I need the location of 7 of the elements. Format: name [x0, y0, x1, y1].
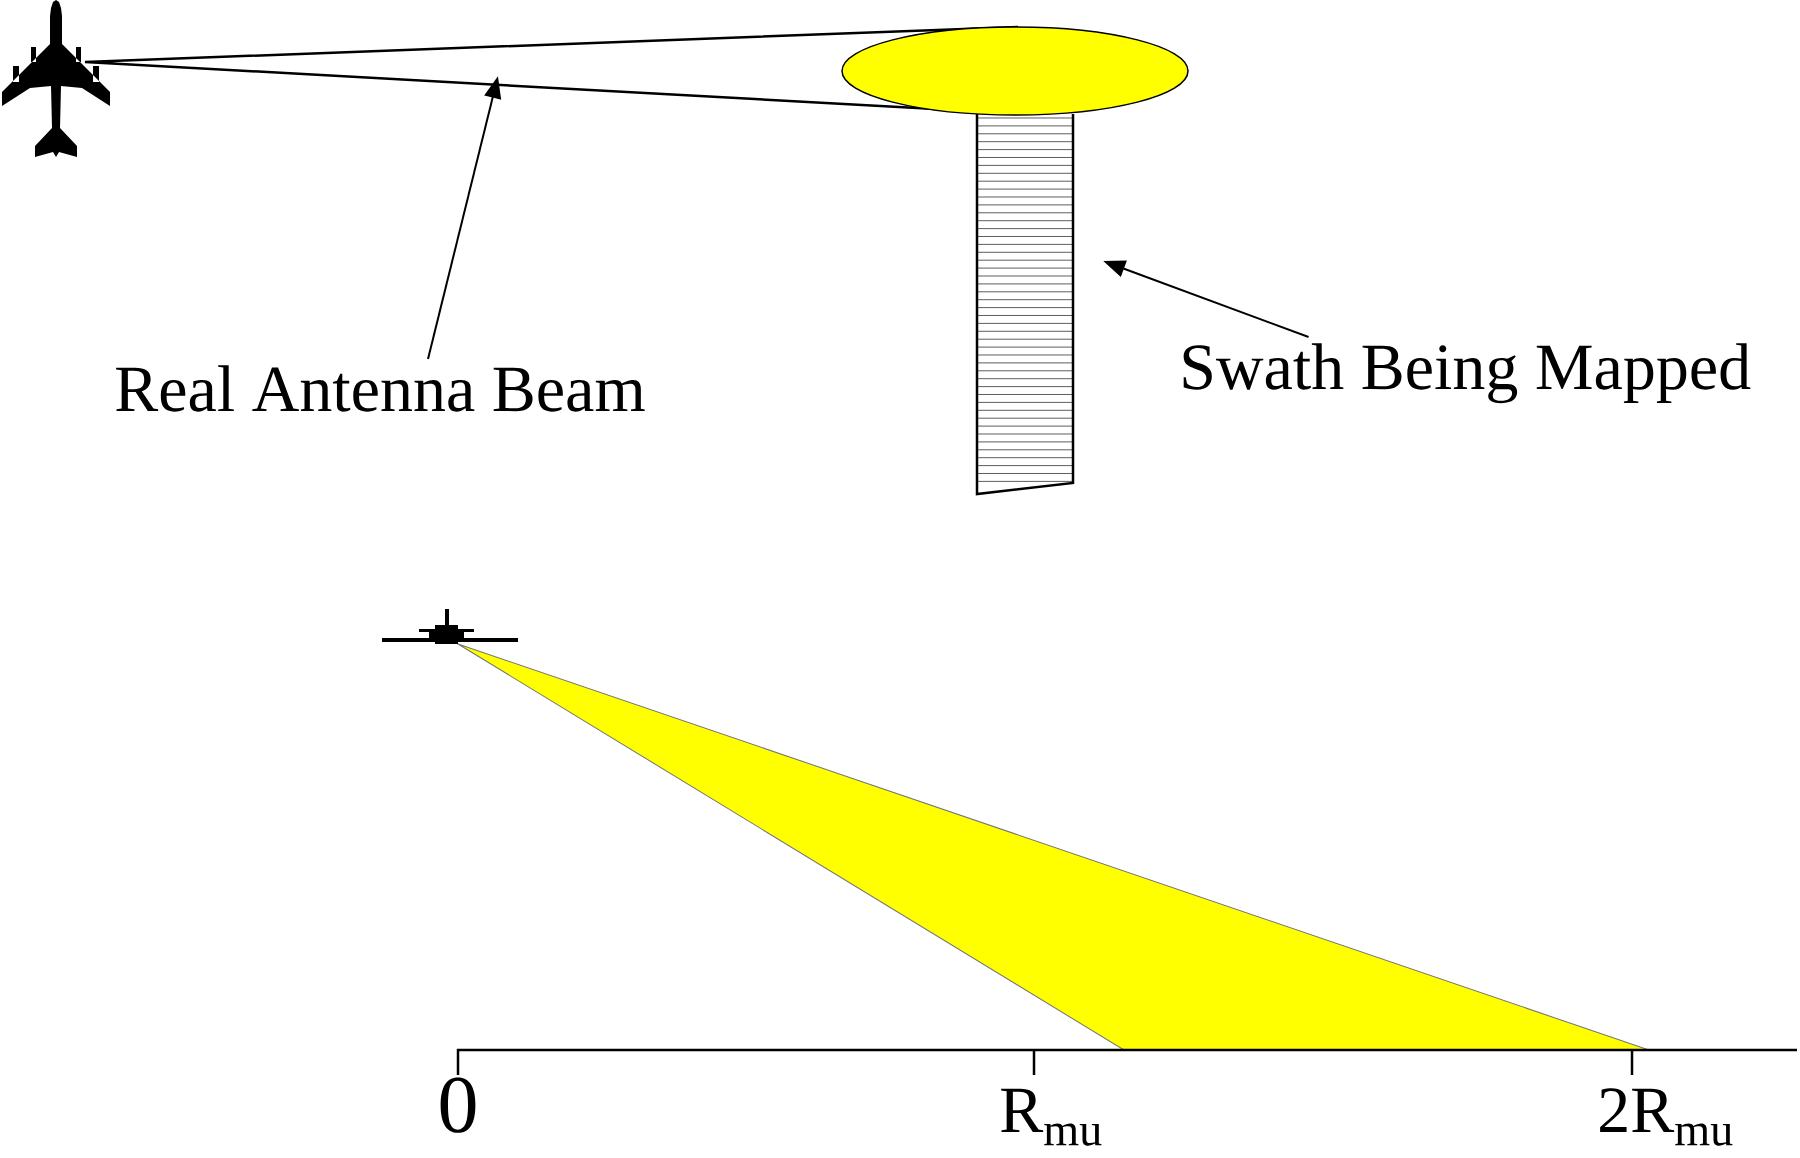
- tick-label: 2R$_{mu}$: [1600, 1088, 1733, 1146]
- tick-label: R$_{mu}$: [1001, 1088, 1102, 1146]
- tick-label: 0: [440, 1077, 476, 1133]
- antenna-beam: [83, 25, 1189, 116]
- callout-label: Real Antenna Beam: [116, 365, 645, 412]
- hatched-strip: [975, 114, 1075, 496]
- callout-label: Swath Being Mapped: [1183, 343, 1751, 404]
